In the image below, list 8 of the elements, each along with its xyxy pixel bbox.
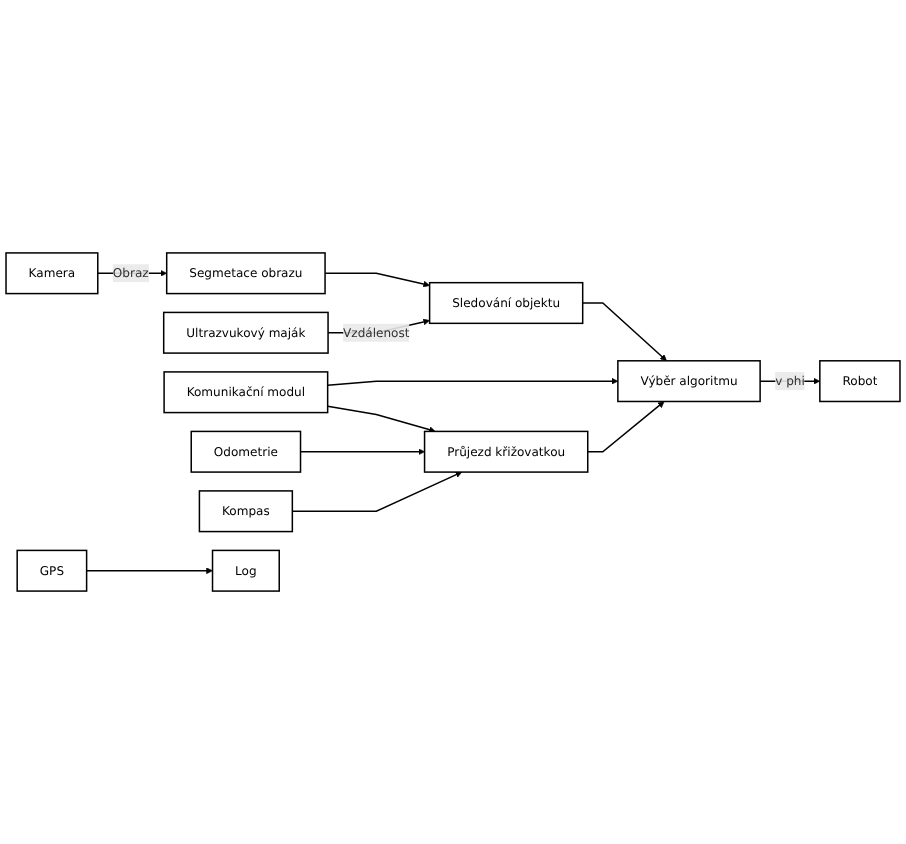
arrow <box>581 302 667 362</box>
arrow <box>85 567 213 575</box>
arrow <box>291 471 463 512</box>
arrow <box>326 377 619 387</box>
arrow <box>326 405 436 433</box>
arrow <box>324 272 430 288</box>
arrow <box>587 401 665 453</box>
arrow <box>299 448 425 456</box>
